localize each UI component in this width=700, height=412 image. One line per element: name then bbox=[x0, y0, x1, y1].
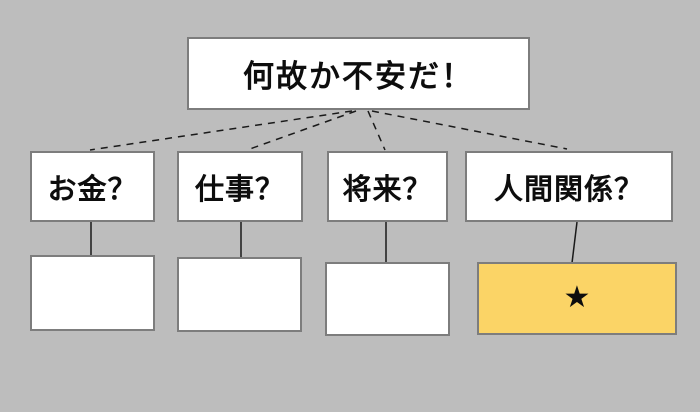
root-node-label: 何故か不安だ！ bbox=[243, 59, 474, 95]
answer-box-work bbox=[177, 257, 302, 332]
answer-box-future bbox=[325, 262, 450, 336]
node-future-label: 将来？ bbox=[342, 171, 433, 206]
node-work: 仕事？ bbox=[177, 151, 303, 222]
dashed-edge-root-to-work bbox=[246, 110, 357, 151]
answer-box-money bbox=[30, 255, 155, 331]
dashed-edge-root-to-money bbox=[89, 110, 353, 151]
node-money-label: お金？ bbox=[47, 171, 138, 206]
dashed-edge-root-to-relationships bbox=[371, 110, 568, 150]
node-relationships-label: 人間関係？ bbox=[493, 171, 644, 206]
node-future: 将来？ bbox=[327, 151, 448, 222]
star-icon: ★ bbox=[563, 279, 591, 315]
node-relationships: 人間関係？ bbox=[465, 151, 673, 222]
answer-box-relationships-highlighted: ★ bbox=[477, 262, 677, 335]
edge-relationships-to-answer bbox=[571, 221, 578, 264]
node-money: お金？ bbox=[30, 151, 155, 222]
node-work-label: 仕事？ bbox=[194, 171, 285, 206]
root-node: 何故か不安だ！ bbox=[187, 37, 530, 110]
dashed-edge-root-to-future bbox=[367, 110, 386, 151]
